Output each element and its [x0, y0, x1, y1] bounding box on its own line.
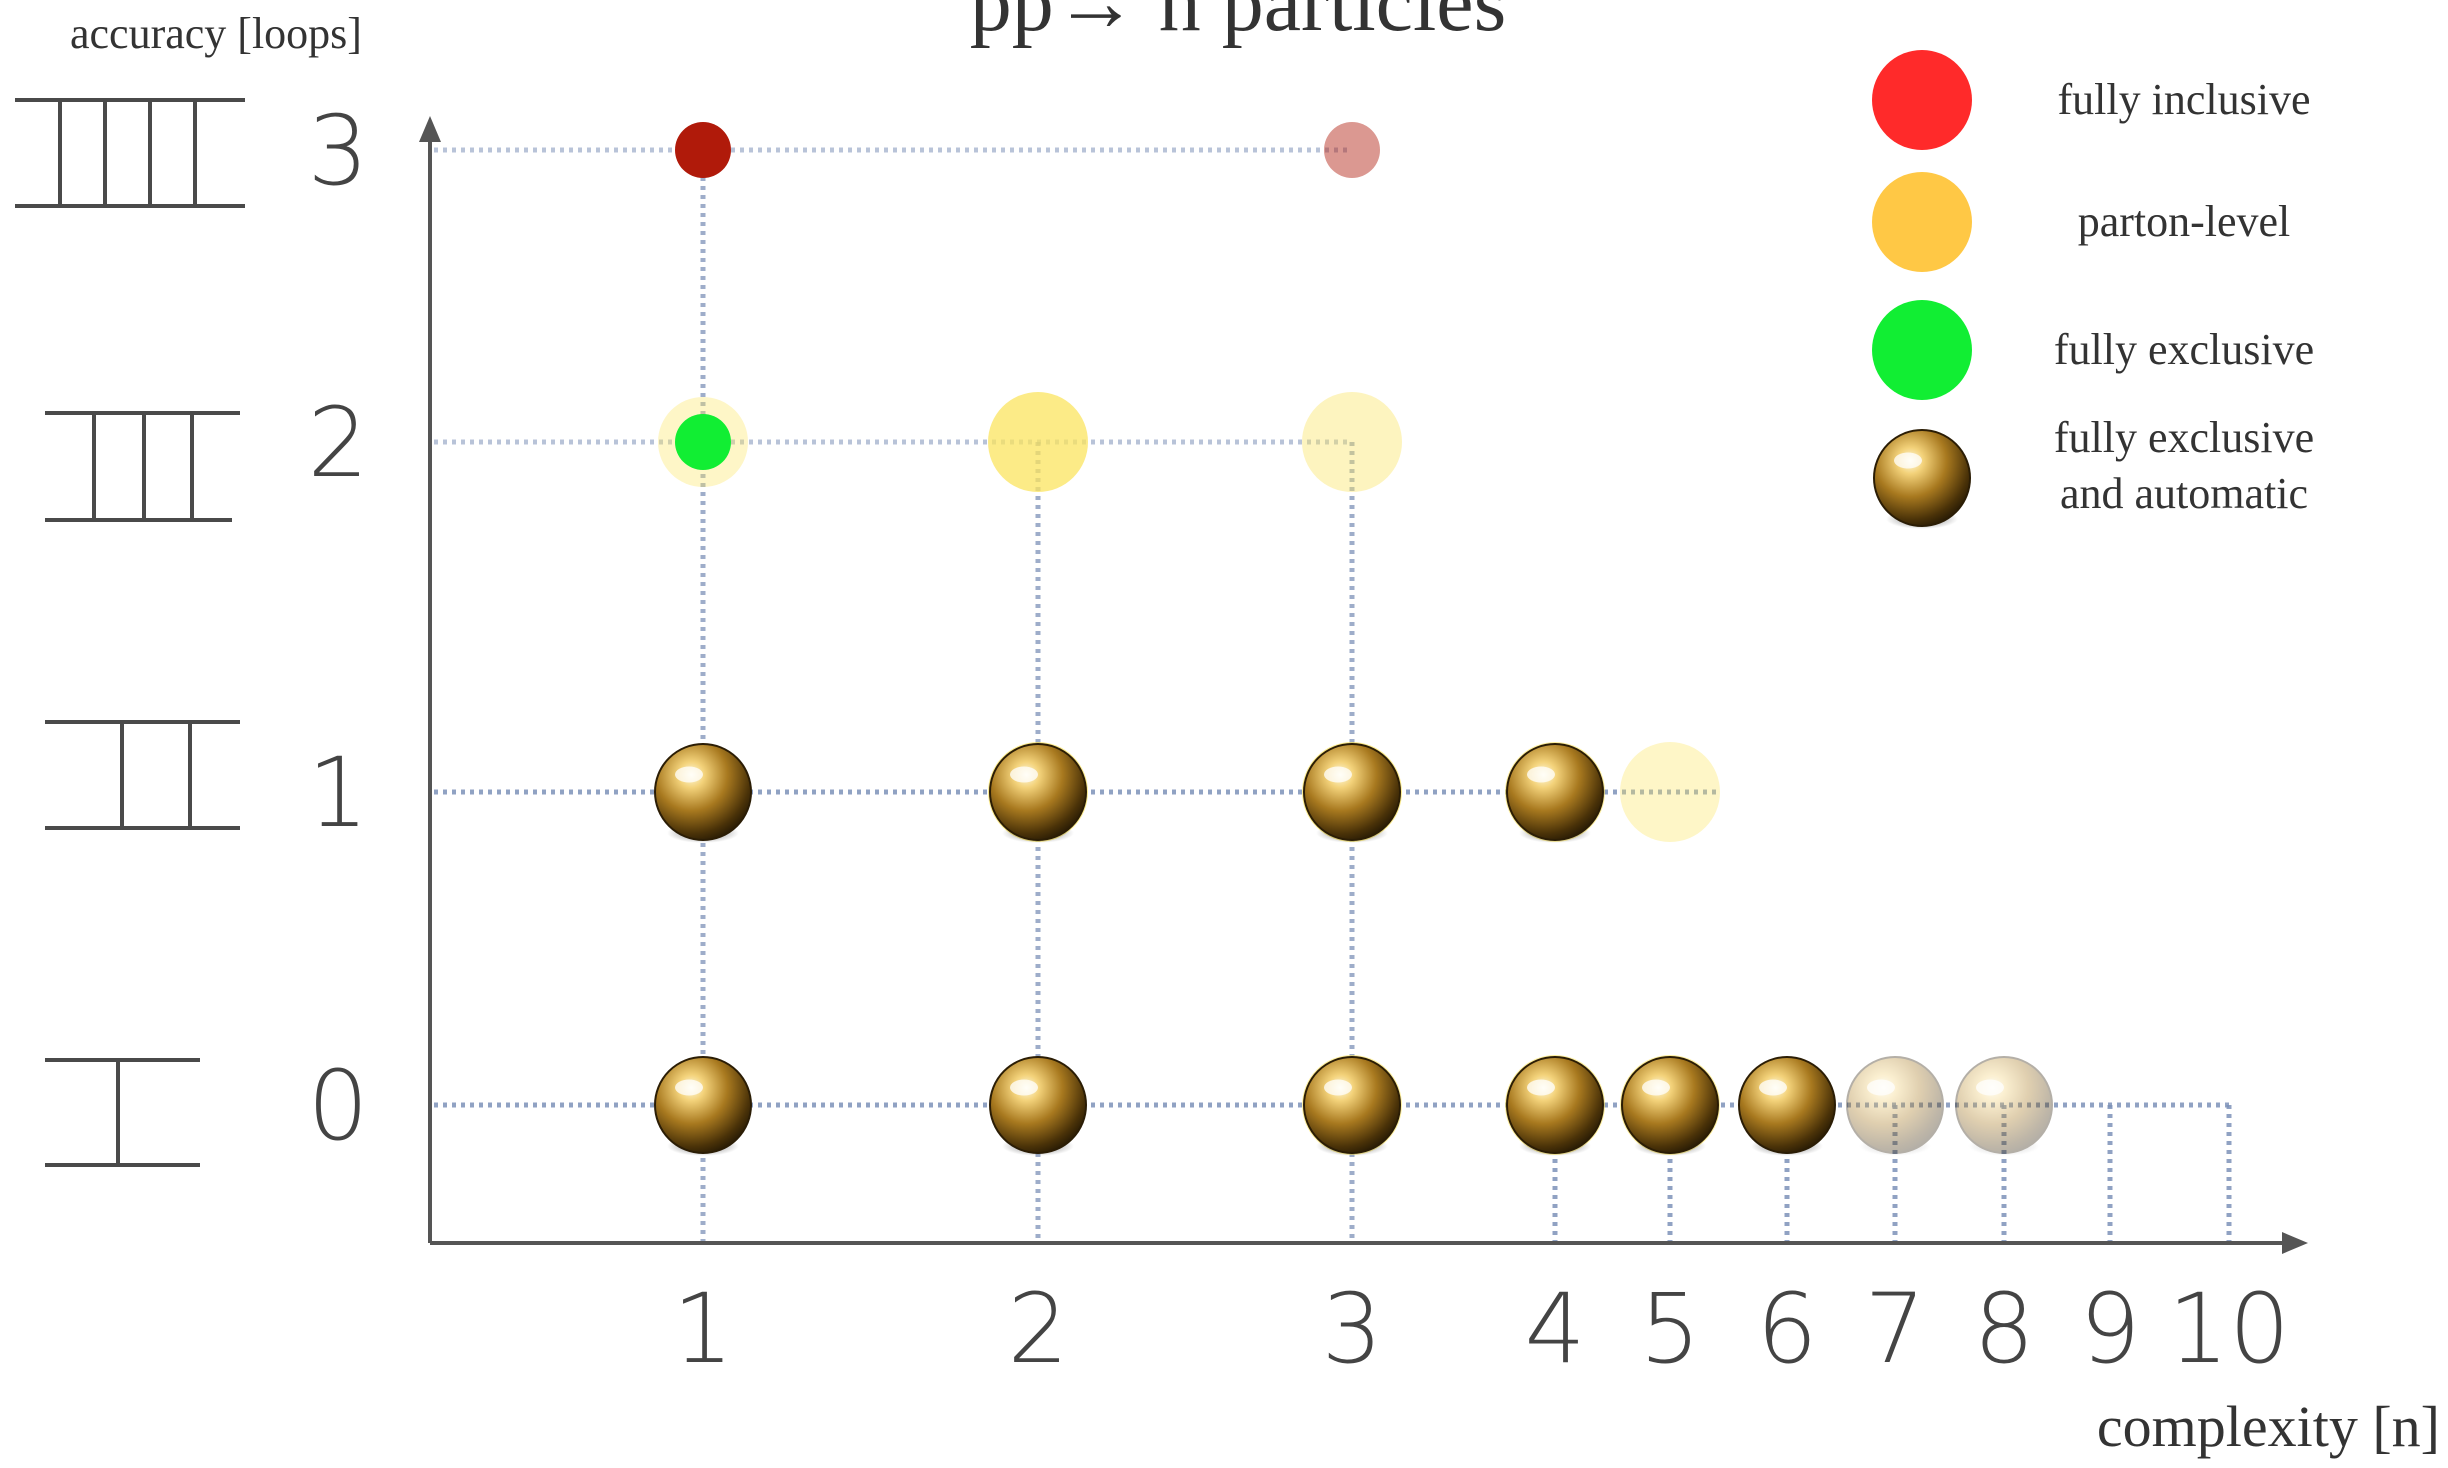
one-loop-diagram-icon [45, 720, 240, 830]
x-tick-label: 5 [1639, 1273, 1700, 1385]
three-loop-diagram-icon [15, 98, 245, 208]
legend: fully inclusive parton-level fully exclusi… [1872, 50, 2314, 529]
legend-green-marker [1872, 300, 1972, 400]
point-red-n1-L3 [675, 122, 731, 178]
y-axis-arrowhead [419, 116, 441, 142]
legend-label: parton-level [2078, 197, 2291, 246]
point-gold-n7-L0 [1846, 1056, 1944, 1156]
legend-label: fully inclusive [2058, 75, 2311, 124]
y-tick-label: 1 [307, 737, 368, 849]
point-gold-n1-L1 [654, 743, 752, 843]
point-gold-n1-L0 [654, 1056, 752, 1156]
legend-gold-ball-marker [1873, 429, 1971, 529]
x-tick-label: 2 [1007, 1273, 1068, 1385]
axes [419, 116, 2308, 1254]
x-tick-label: 3 [1321, 1273, 1382, 1385]
legend-red-marker [1872, 50, 1972, 150]
x-tick-label: 9 [2079, 1273, 2140, 1385]
x-axis-arrowhead [2282, 1232, 2308, 1254]
x-tick-label: 1 [672, 1273, 733, 1385]
point-gold-n8-L0 [1955, 1056, 2053, 1156]
point-yellow-n2-L2 [988, 392, 1088, 492]
point-red-n3-L3 [1324, 122, 1380, 178]
point-green-n1-L2 [675, 414, 731, 470]
point-gold-n5-L0 [1621, 1056, 1719, 1156]
point-gold-n3-L1 [1303, 743, 1401, 843]
legend-orange-marker [1872, 172, 1972, 272]
x-tick-label: 4 [1524, 1273, 1585, 1385]
legend-label: fully exclusive [2054, 325, 2314, 374]
point-gold-n4-L0 [1506, 1056, 1604, 1156]
point-gold-n2-L0 [989, 1056, 1087, 1156]
legend-item: fully exclusive [1872, 300, 2314, 400]
chart-title: pp→ n particles [970, 0, 1507, 49]
x-tick-label: 6 [1756, 1273, 1817, 1385]
tree-level-diagram-icon [45, 1058, 200, 1167]
y-tick-label: 3 [307, 95, 368, 207]
y-tick-label: 0 [307, 1050, 368, 1162]
x-tick-label: 8 [1973, 1273, 2034, 1385]
legend-item: fully inclusive [1872, 50, 2310, 150]
point-gold-n2-L1 [989, 743, 1087, 843]
data-points [654, 122, 2053, 1156]
x-tick-label: 7 [1864, 1273, 1925, 1385]
two-loop-diagram-icon [45, 411, 240, 522]
legend-item: parton-level [1872, 172, 2290, 272]
point-yellow-n3-L2 [1302, 392, 1402, 492]
y-axis-title: accuracy [loops] [70, 9, 362, 58]
loop-diagram-icons [15, 98, 245, 1167]
point-gold-n4-L1 [1506, 743, 1604, 843]
point-gold-n3-L0 [1303, 1056, 1401, 1156]
point-gold-n6-L0 [1738, 1056, 1836, 1156]
point-yellow-n5-L1 [1620, 742, 1720, 842]
y-tick-label: 2 [307, 387, 368, 499]
x-tick-label: 10 [2168, 1273, 2290, 1385]
x-axis-title: complexity [n] [2097, 1394, 2440, 1459]
